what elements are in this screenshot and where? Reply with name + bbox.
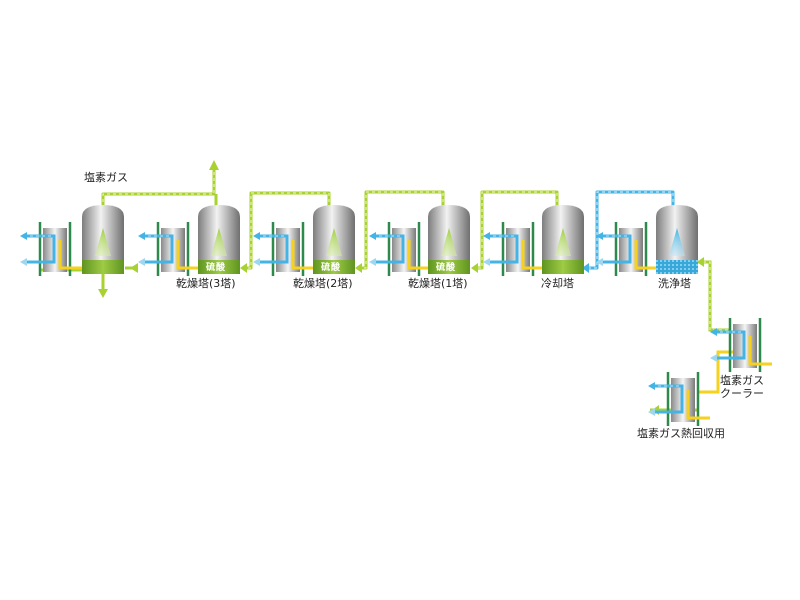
tower-base-liquid bbox=[542, 260, 584, 274]
spray-cone bbox=[95, 228, 111, 256]
exchanger-4 bbox=[367, 220, 433, 278]
washing-tower-label: 洗浄塔 bbox=[658, 277, 691, 290]
drying-tower-3-label: 乾燥塔(3塔) bbox=[176, 277, 236, 290]
exchanger-2 bbox=[136, 220, 202, 278]
drying-tower-1-label: 乾燥塔(1塔) bbox=[408, 277, 468, 290]
exchanger-1 bbox=[18, 220, 84, 278]
drying-tower-2 bbox=[313, 205, 355, 274]
cooling-tower-label: 冷却塔 bbox=[541, 277, 574, 290]
spray-cone bbox=[211, 228, 227, 256]
drying-tower-2-label: 乾燥塔(2塔) bbox=[293, 277, 353, 290]
heat-recovery-exchanger bbox=[646, 370, 712, 428]
tower-base-liquid bbox=[313, 260, 355, 274]
tower-initial bbox=[82, 205, 124, 274]
drying-tower-1 bbox=[428, 205, 470, 274]
spray-cone bbox=[669, 228, 685, 256]
tower-base-liquid bbox=[656, 260, 698, 274]
chlorine-gas-label: 塩素ガス bbox=[84, 171, 128, 184]
exchanger-3 bbox=[251, 220, 317, 278]
spray-cone bbox=[441, 228, 457, 256]
tower-base-liquid bbox=[82, 260, 124, 274]
spray-cone bbox=[326, 228, 342, 256]
spray-cone bbox=[555, 228, 571, 256]
drying-tower-3 bbox=[198, 205, 240, 274]
washing-tower bbox=[656, 205, 698, 274]
tower-group bbox=[82, 205, 698, 274]
gas-cooler-label-line2: クーラー bbox=[720, 387, 764, 400]
cooling-tower bbox=[542, 205, 584, 274]
acid-badge-tower-1: 硫酸 bbox=[435, 263, 456, 273]
tower-base-liquid bbox=[198, 260, 240, 274]
gas-cooler-label-line1: 塩素ガス bbox=[720, 374, 764, 387]
tower-base-liquid bbox=[428, 260, 470, 274]
exchanger-5 bbox=[481, 220, 547, 278]
acid-badge-tower-3: 硫酸 bbox=[205, 263, 226, 273]
exchanger-6 bbox=[594, 220, 660, 278]
acid-badge-tower-2: 硫酸 bbox=[320, 263, 341, 273]
heat-recovery-label: 塩素ガス熱回収用 bbox=[637, 427, 725, 440]
